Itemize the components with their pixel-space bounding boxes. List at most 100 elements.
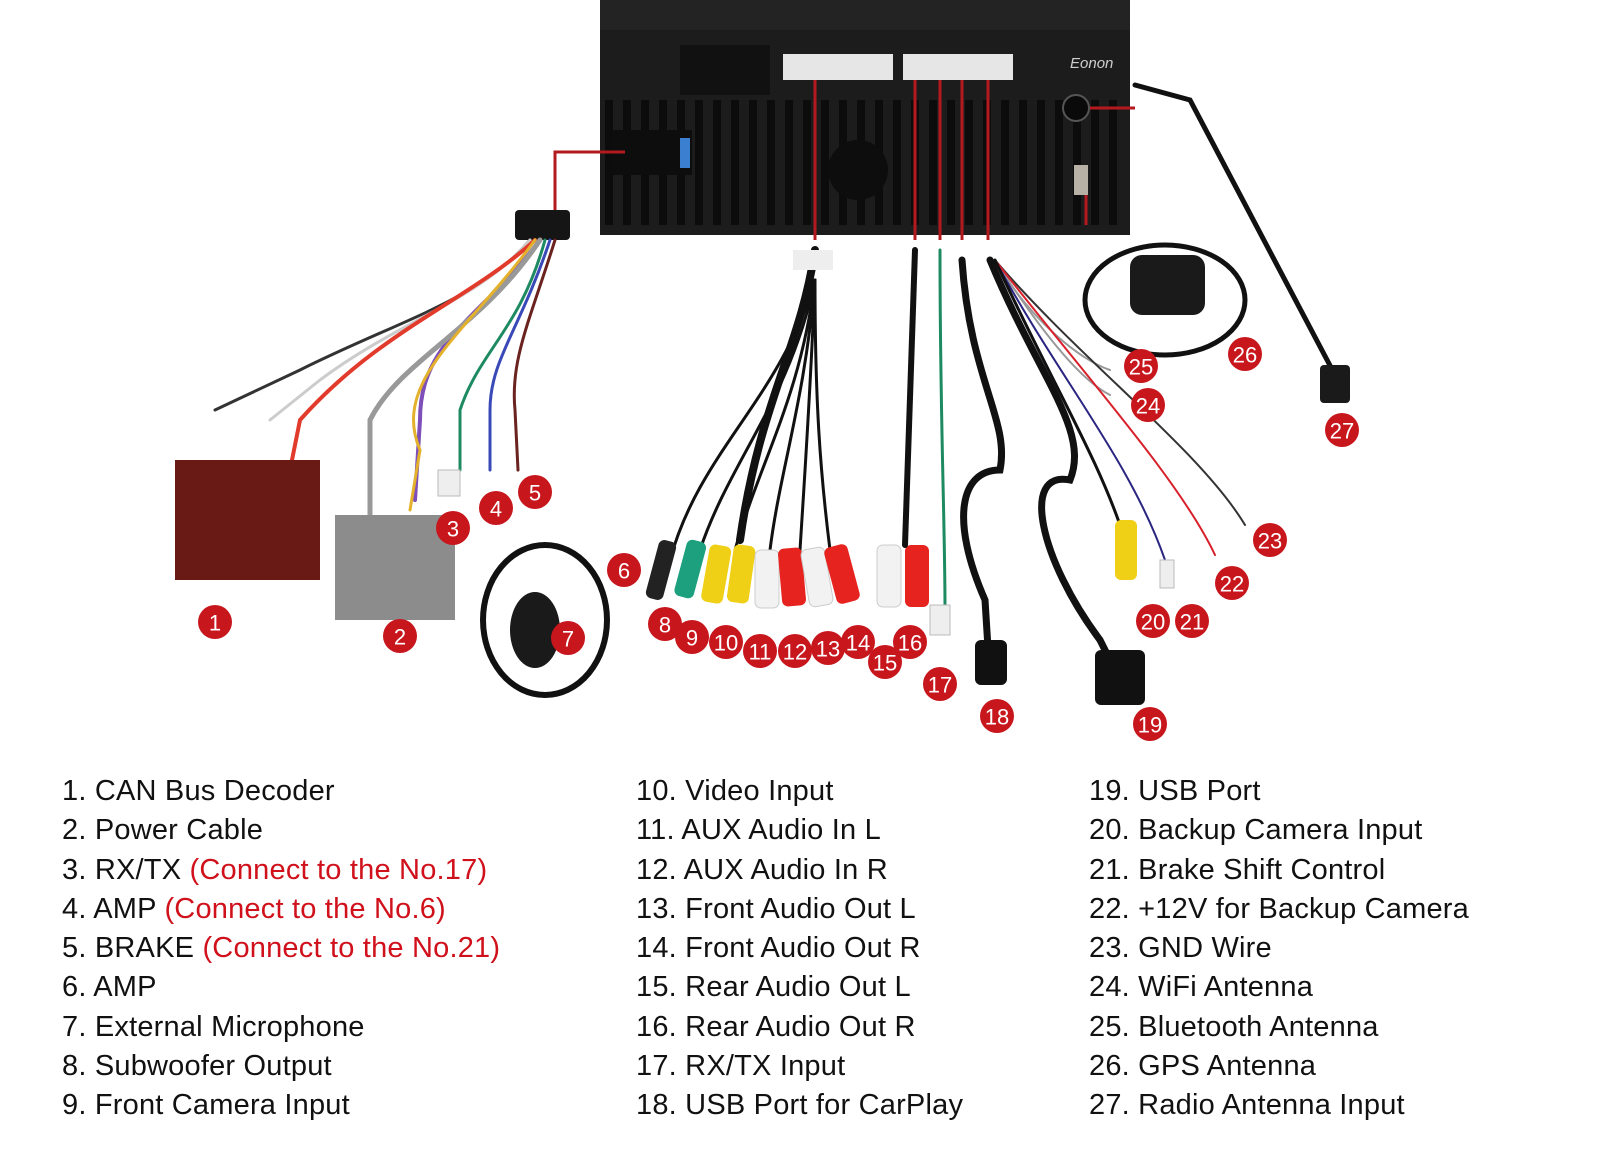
vent-fin bbox=[785, 100, 793, 225]
callout-badge-number: 9 bbox=[686, 626, 698, 651]
legend-item: 25. Bluetooth Antenna bbox=[1089, 1008, 1469, 1047]
legend-label: 20. Backup Camera Input bbox=[1089, 814, 1423, 847]
legend-label: 9. Front Camera Input bbox=[62, 1089, 350, 1122]
callout-badge-number: 18 bbox=[985, 705, 1009, 730]
callout-badge: 22 bbox=[1215, 566, 1249, 600]
callout-badge-number: 16 bbox=[898, 631, 922, 656]
vent-fin bbox=[605, 100, 613, 225]
legend-label: 6. AMP bbox=[62, 971, 157, 1004]
legend-item: 3. RX/TX (Connect to the No.17) bbox=[62, 851, 500, 890]
callout-badge-number: 6 bbox=[618, 559, 630, 584]
callout-badge-number: 24 bbox=[1136, 394, 1160, 419]
callout-badge-number: 5 bbox=[529, 481, 541, 506]
legend-item: 18. USB Port for CarPlay bbox=[636, 1086, 963, 1125]
legend-item: 24. WiFi Antenna bbox=[1089, 968, 1469, 1007]
callout-badge-circle bbox=[607, 553, 641, 587]
callout-badge-circle bbox=[1228, 337, 1262, 371]
vent-fin bbox=[749, 100, 757, 225]
vent-fin bbox=[731, 100, 739, 225]
callout-badge-number: 12 bbox=[783, 640, 807, 665]
callout-badge-circle bbox=[1253, 523, 1287, 557]
callout-badge: 20 bbox=[1136, 604, 1170, 638]
legend-label: 13. Front Audio Out L bbox=[636, 892, 916, 925]
can-bus-decoder bbox=[175, 460, 320, 580]
callout-badge-number: 2 bbox=[394, 625, 406, 650]
callout-badge-circle bbox=[1133, 707, 1167, 741]
vent-fin bbox=[893, 100, 901, 225]
power-socket bbox=[612, 130, 692, 175]
radio-antenna-plug bbox=[1320, 365, 1350, 403]
callout-badge: 27 bbox=[1325, 413, 1359, 447]
legend-label: 19. USB Port bbox=[1089, 775, 1261, 807]
callout-badge-number: 19 bbox=[1138, 713, 1162, 738]
callout-badge-number: 4 bbox=[490, 497, 502, 522]
legend-item: 27. Radio Antenna Input bbox=[1089, 1086, 1469, 1125]
connector-port-aux bbox=[903, 54, 1013, 80]
callout-badge-circle bbox=[709, 625, 743, 659]
legend-item: 16. Rear Audio Out R bbox=[636, 1008, 963, 1047]
legend-label: 16. Rear Audio Out R bbox=[636, 1010, 916, 1043]
callout-badge: 16 bbox=[893, 625, 927, 659]
legend-label: 3. RX/TX bbox=[62, 853, 182, 886]
vent-fin bbox=[1037, 100, 1045, 225]
callout-badge-number: 17 bbox=[928, 673, 952, 698]
legend-item: 4. AMP (Connect to the No.6) bbox=[62, 890, 500, 929]
callout-badge-circle bbox=[1175, 604, 1209, 638]
callout-badge-circle bbox=[518, 475, 552, 509]
legend-label: 5. BRAKE bbox=[62, 932, 195, 965]
legend-label: 18. USB Port for CarPlay bbox=[636, 1089, 964, 1122]
radio-antenna-socket bbox=[1062, 94, 1090, 122]
legend-label: 15. Rear Audio Out L bbox=[636, 971, 911, 1004]
brand-logo: Eonon bbox=[1070, 55, 1113, 72]
callout-badge: 14 bbox=[841, 625, 875, 659]
vent-fin bbox=[1019, 100, 1027, 225]
vent-fin bbox=[1073, 100, 1081, 225]
legend-label: 17. RX/TX Input bbox=[636, 1050, 846, 1083]
legend-item: 14. Front Audio Out R bbox=[636, 929, 963, 968]
head-unit: Eonon bbox=[600, 0, 1130, 235]
callout-badge-circle bbox=[743, 634, 777, 668]
vent-fin bbox=[803, 100, 811, 225]
legend-item: 7. External Microphone bbox=[62, 1008, 500, 1047]
callout-badge-circle bbox=[648, 607, 682, 641]
callout-badge: 18 bbox=[980, 699, 1014, 733]
legend-connection-note: (Connect to the No.6) bbox=[164, 892, 446, 925]
legend-label: 11. AUX Audio In L bbox=[636, 814, 881, 847]
legend-item: 2. Power Cable bbox=[62, 811, 500, 850]
leader-line-power bbox=[553, 150, 625, 210]
legend-item: 19. USB Port bbox=[1089, 772, 1469, 811]
iso-plug bbox=[515, 210, 570, 240]
callout-badge: 12 bbox=[778, 634, 812, 668]
vent-fin bbox=[1001, 100, 1009, 225]
callout-badge: 17 bbox=[923, 667, 957, 701]
callout-badge-circle bbox=[778, 634, 812, 668]
legend-label: 25. Bluetooth Antenna bbox=[1089, 1010, 1379, 1043]
legend-label: 24. WiFi Antenna bbox=[1089, 971, 1314, 1004]
usb-carplay-port bbox=[975, 640, 1007, 685]
callout-badge-circle bbox=[1215, 566, 1249, 600]
callout-badge-circle bbox=[198, 605, 232, 639]
callout-badge: 5 bbox=[518, 475, 552, 509]
legend-item: 8. Subwoofer Output bbox=[62, 1047, 500, 1086]
callout-badge: 1 bbox=[198, 605, 232, 639]
callout-badge-number: 20 bbox=[1141, 610, 1165, 635]
gps-antenna bbox=[1130, 255, 1205, 315]
wiring-diagram: Eonon bbox=[175, 0, 1359, 741]
callout-badge: 3 bbox=[436, 511, 470, 545]
callout-badge: 26 bbox=[1228, 337, 1262, 371]
fuse bbox=[680, 138, 690, 168]
callout-badge-circle bbox=[923, 667, 957, 701]
callout-badge: 4 bbox=[479, 491, 513, 525]
callout-badge-circle bbox=[479, 491, 513, 525]
legend-label: 26. GPS Antenna bbox=[1089, 1050, 1317, 1083]
callout-badge: 10 bbox=[709, 625, 743, 659]
legend-item: 9. Front Camera Input bbox=[62, 1086, 500, 1125]
callout-badge: 7 bbox=[551, 621, 585, 655]
callout-badge: 9 bbox=[675, 620, 709, 654]
legend-label: 10. Video Input bbox=[636, 775, 834, 807]
callout-badge-number: 7 bbox=[562, 627, 574, 652]
callout-badge-circle bbox=[841, 625, 875, 659]
